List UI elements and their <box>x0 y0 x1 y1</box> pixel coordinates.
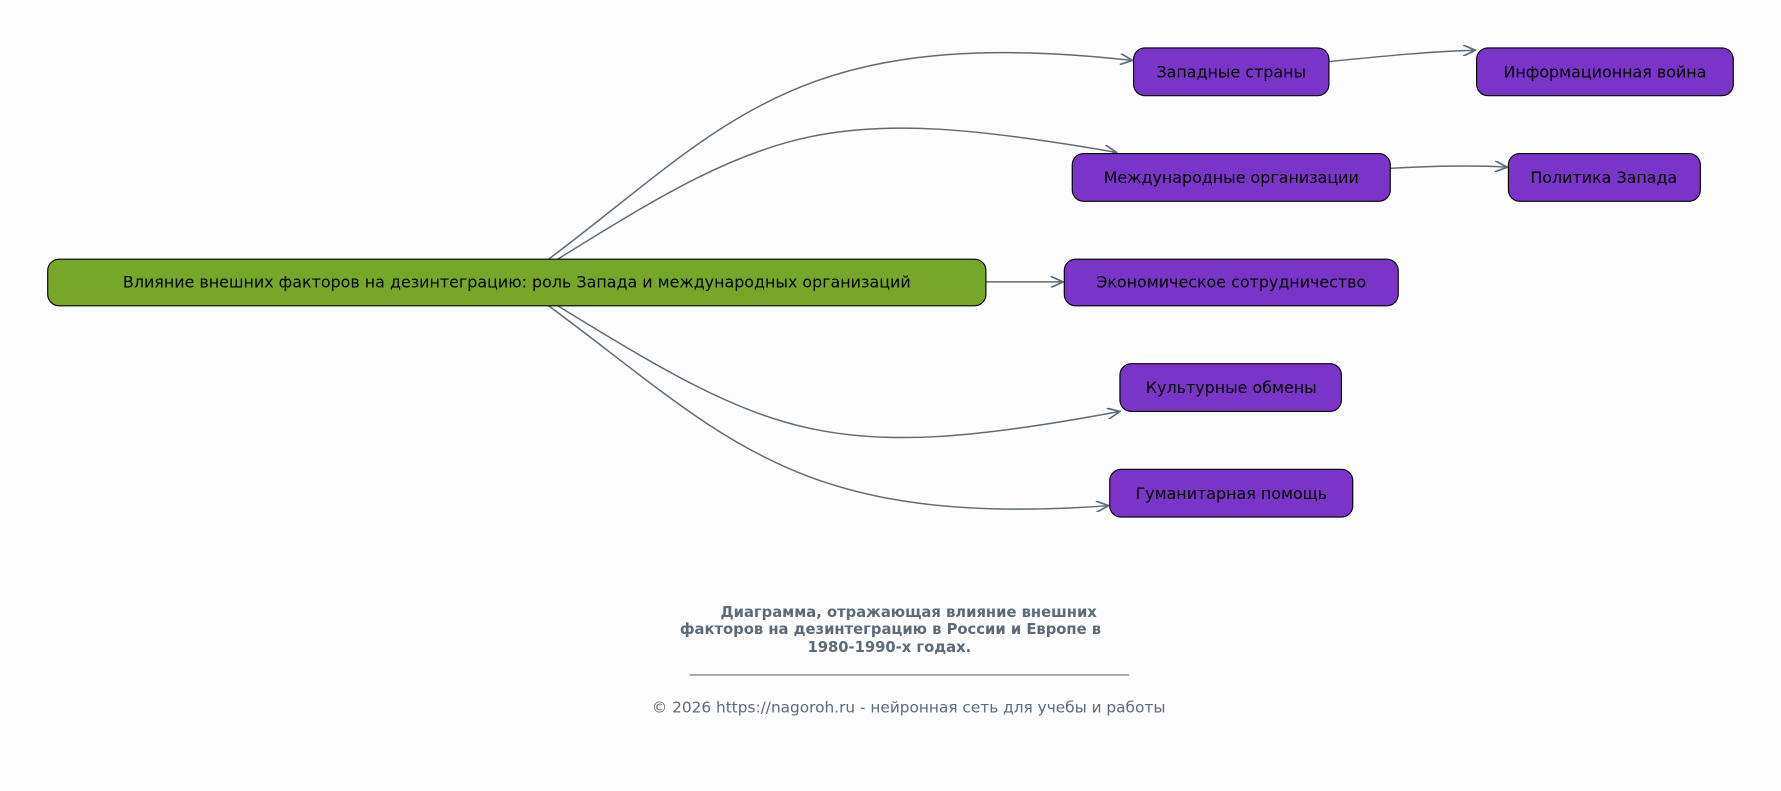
node-economic-label: Экономическое сотрудничество <box>1096 273 1366 292</box>
edge-western-infowar <box>1328 50 1476 63</box>
node-western-label: Западные страны <box>1156 62 1306 81</box>
node-economic-cooperation[interactable]: Экономическое сотрудничество <box>1063 258 1399 307</box>
caption-line-3: 1980-1990-х годах. <box>807 639 971 656</box>
node-western-policy[interactable]: Политика Запада <box>1507 152 1701 202</box>
node-information-war[interactable]: Информационная война <box>1476 47 1734 97</box>
edge-root-intl-orgs <box>557 127 1117 260</box>
edge-intlorgs-policy <box>1390 166 1507 168</box>
node-policy-label: Политика Запада <box>1530 168 1677 187</box>
node-humanitarian-label: Гуманитарная помощь <box>1135 484 1327 503</box>
node-infowar-label: Информационная война <box>1503 62 1706 81</box>
caption-line-2: факторов на дезинтеграцию в России и Евр… <box>680 621 1101 638</box>
caption-line-1: Диаграмма, отражающая влияние внешних <box>721 604 1098 621</box>
node-root-label: Влияние внешних факторов на дезинтеграци… <box>123 273 911 292</box>
node-international-orgs[interactable]: Международные организации <box>1071 152 1391 202</box>
edge-root-western <box>548 51 1133 260</box>
footer-copyright: © 2026 https://nagoroh.ru - нейронная се… <box>652 698 1165 716</box>
edge-root-cultural <box>557 305 1120 439</box>
node-root[interactable]: Влияние внешних факторов на дезинтеграци… <box>47 258 987 307</box>
edge-root-humanitarian <box>548 305 1109 509</box>
node-cultural-label: Культурные обмены <box>1146 378 1317 397</box>
node-intl-orgs-label: Международные организации <box>1104 168 1359 187</box>
node-western-countries[interactable]: Западные страны <box>1133 47 1330 97</box>
node-cultural-exchange[interactable]: Культурные обмены <box>1119 363 1342 412</box>
node-humanitarian-aid[interactable]: Гуманитарная помощь <box>1109 468 1354 518</box>
